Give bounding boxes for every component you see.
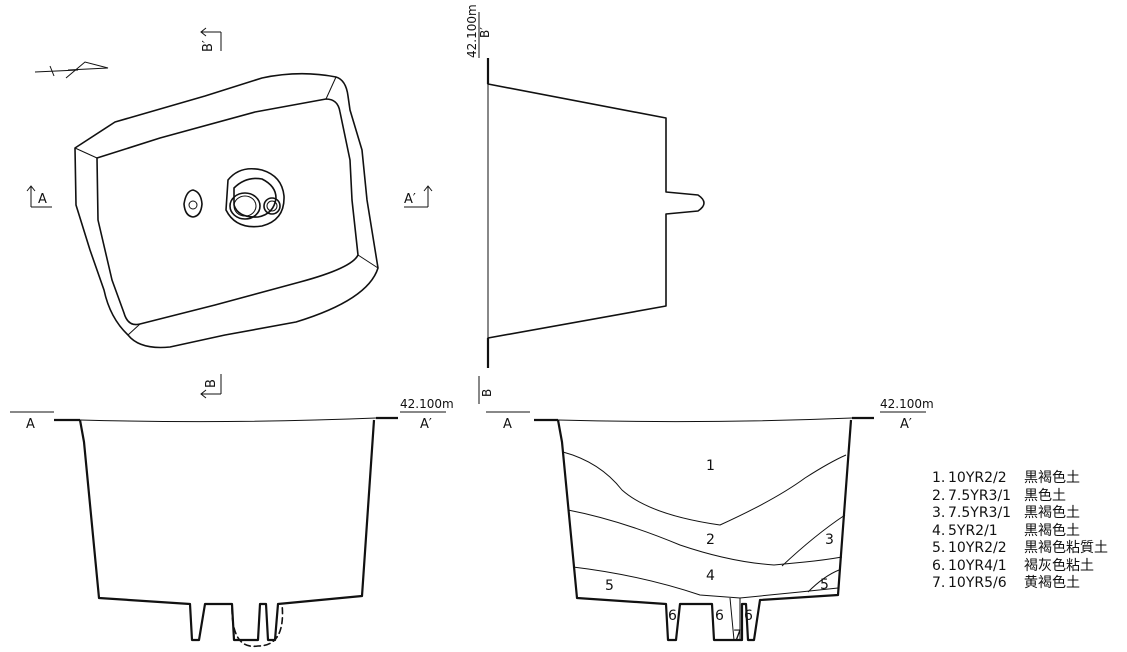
layer-boundary-2-4 bbox=[567, 509, 843, 566]
plan-view: A A′ B′ B bbox=[26, 27, 433, 399]
legend-color-code: 7.5YR3/1 bbox=[948, 487, 1012, 504]
marker-b-label: B bbox=[204, 379, 219, 388]
legend-number: 6. bbox=[932, 557, 946, 574]
legend-color-code: 7.5YR3/1 bbox=[948, 505, 1012, 521]
legend-color-code: 10YR2/2 bbox=[948, 470, 1007, 486]
layer-boundary-4-5 bbox=[572, 566, 839, 599]
marker-a-prime-label: A′ bbox=[404, 192, 416, 207]
layer-label-1: 1 bbox=[706, 458, 715, 474]
layer-boundary-1-2 bbox=[562, 451, 847, 526]
section-bb-label-bottom: B bbox=[480, 389, 494, 397]
legend-number: 7. bbox=[932, 575, 946, 591]
section-marker-a: A bbox=[26, 185, 52, 208]
layer-boundary-3 bbox=[781, 514, 846, 567]
layer-label-6-a: 6 bbox=[668, 608, 677, 624]
layer-boundary-5-right bbox=[807, 569, 840, 593]
legend-soil-name: 黒色土 bbox=[1024, 487, 1066, 504]
section-aa-right: A 42.100m A′ 1 2 3 4 5 5 6 6 6 7 bbox=[486, 397, 934, 644]
legend-row: 5. 10YR2/2 黒褐色粘質土 bbox=[932, 540, 1108, 558]
layer-label-3: 3 bbox=[825, 532, 834, 548]
north-arrow-icon bbox=[34, 61, 109, 79]
legend-number: 2. bbox=[932, 487, 946, 504]
legend-soil-name: 黒褐色土 bbox=[1024, 470, 1080, 486]
legend-soil-name: 褐灰色粘土 bbox=[1024, 557, 1094, 574]
section-marker-a-prime: A′ bbox=[404, 185, 433, 208]
layer-label-5-right: 5 bbox=[820, 577, 829, 593]
legend-row: 6. 10YR4/1 褐灰色粘土 bbox=[932, 558, 1108, 576]
legend-number: 3. bbox=[932, 505, 946, 521]
layer-label-6-c: 6 bbox=[744, 608, 753, 624]
legend-color-code: 5YR2/1 bbox=[948, 522, 998, 539]
section-marker-b: B bbox=[200, 374, 222, 399]
section-aa-right-label-a-prime: A′ bbox=[900, 417, 912, 432]
section-bb-elevation: 42.100m bbox=[465, 4, 479, 58]
section-aa-right-elevation: 42.100m bbox=[880, 397, 934, 411]
legend-row: 2. 7.5YR3/1 黒色土 bbox=[932, 488, 1108, 506]
legend-row: 3. 7.5YR3/1 黒褐色土 bbox=[932, 505, 1108, 523]
section-bb-profile bbox=[487, 83, 705, 339]
legend-row: 1. 10YR2/2 黒褐色土 bbox=[932, 470, 1108, 488]
legend-soil-name: 黒褐色土 bbox=[1024, 522, 1080, 539]
pit-outline-inner bbox=[96, 98, 359, 326]
layer-label-2: 2 bbox=[706, 532, 715, 548]
section-aa-left-profile bbox=[78, 419, 376, 642]
marker-b-prime-label: B′ bbox=[201, 40, 216, 52]
layer-label-5-left: 5 bbox=[605, 578, 614, 594]
layer-label-6-b: 6 bbox=[715, 608, 724, 624]
section-bb-label: B′ bbox=[478, 27, 492, 38]
soil-legend: 1. 10YR2/2 黒褐色土 2. 7.5YR3/1 黒色土 3. 7.5YR… bbox=[932, 470, 1108, 593]
pit-outline-outer bbox=[74, 72, 379, 349]
section-aa-left-label-a-prime: A′ bbox=[420, 417, 432, 432]
section-aa-left-elevation: 42.100m bbox=[400, 397, 454, 411]
legend-row: 4. 5YR2/1 黒褐色土 bbox=[932, 523, 1108, 541]
section-aa-right-profile bbox=[556, 419, 853, 642]
legend-color-code: 10YR4/1 bbox=[948, 557, 1007, 574]
section-aa-left-label-a: A bbox=[26, 417, 35, 432]
section-aa-right-label-a: A bbox=[503, 417, 512, 432]
legend-row: 7. 10YR5/6 黄褐色土 bbox=[932, 575, 1108, 593]
legend-soil-name: 黒褐色土 bbox=[1024, 505, 1080, 521]
legend-soil-name: 黒褐色粘質土 bbox=[1024, 540, 1108, 556]
post-hole-small bbox=[183, 189, 203, 218]
marker-a-label: A bbox=[38, 192, 47, 207]
legend-number: 1. bbox=[932, 470, 946, 486]
layer-label-4: 4 bbox=[706, 568, 715, 584]
post-hole-large bbox=[225, 167, 285, 228]
legend-soil-name: 黄褐色土 bbox=[1024, 575, 1080, 591]
legend-color-code: 10YR2/2 bbox=[948, 540, 1007, 556]
layer-label-7: 7 bbox=[733, 628, 742, 644]
legend-number: 5. bbox=[932, 540, 946, 556]
legend-number: 4. bbox=[932, 522, 946, 539]
section-marker-b-prime: B′ bbox=[200, 27, 222, 52]
section-aa-left: A 42.100m A′ bbox=[10, 397, 454, 648]
section-bb: 42.100m B′ B bbox=[465, 4, 705, 404]
legend-color-code: 10YR5/6 bbox=[948, 575, 1007, 591]
